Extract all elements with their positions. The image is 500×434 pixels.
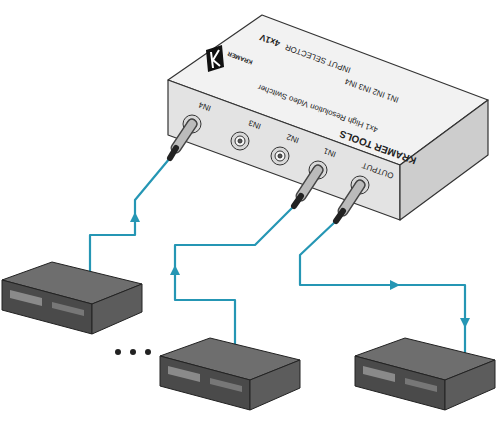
model-label: 4x1V xyxy=(259,32,282,48)
bnc-plugs xyxy=(170,124,360,221)
port-label: IN1 xyxy=(323,146,337,158)
panel-label: INPUT SELECTOR xyxy=(284,42,352,73)
port-label: IN3 xyxy=(248,118,262,130)
brand-label: KRAMER TOOLS xyxy=(338,128,417,165)
bnc-ports xyxy=(183,115,369,194)
ellipsis-dots xyxy=(115,349,151,355)
panel-label: IN1 IN2 IN3 IN4 xyxy=(344,77,400,104)
port-label: IN4 xyxy=(198,100,212,112)
source-device xyxy=(160,338,300,410)
port-label: OUTPUT xyxy=(361,161,395,180)
source-device xyxy=(2,262,142,334)
video-switcher: KRAMER4x1VINPUT SELECTORIN1 IN2 IN3 IN44… xyxy=(160,5,495,230)
switcher-housing xyxy=(168,15,488,220)
logo-text: KRAMER xyxy=(227,51,254,66)
signal-arrows xyxy=(130,212,470,328)
port-label: IN2 xyxy=(286,132,300,144)
video-cables xyxy=(90,158,465,356)
kramer-logo xyxy=(206,45,224,72)
display-device xyxy=(355,338,495,410)
